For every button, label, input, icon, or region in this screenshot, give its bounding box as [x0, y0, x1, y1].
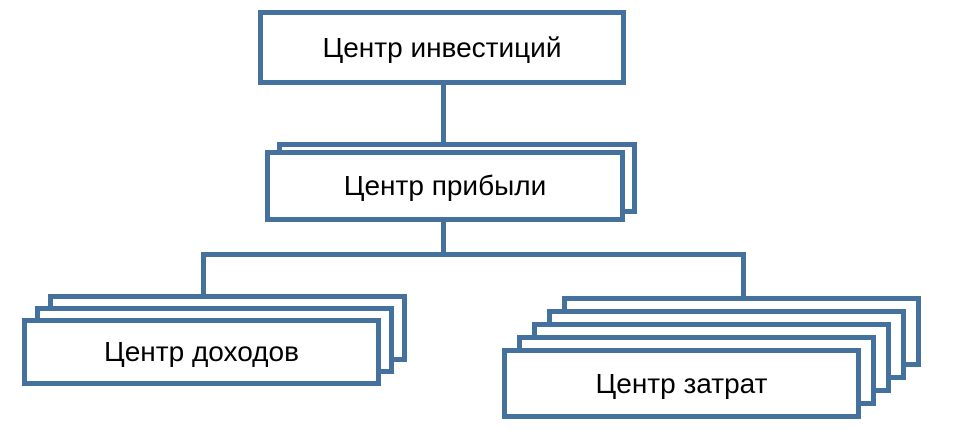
revenue-center-label: Центр доходов	[104, 336, 299, 367]
node-investment-center: Центр инвестиций	[258, 10, 626, 85]
investment-center-label: Центр инвестиций	[322, 31, 562, 63]
node-revenue-center: Центр доходов	[22, 294, 407, 386]
connector-drop-cost	[741, 252, 746, 300]
profit-center-box: Центр прибыли	[265, 150, 625, 222]
connector-profit-stem	[441, 220, 446, 257]
connector-drop-revenue	[201, 252, 206, 300]
node-cost-center: Центр затрат	[502, 296, 921, 419]
cost-center-label: Центр затрат	[595, 367, 768, 399]
connector-branch-horizontal	[201, 252, 746, 257]
profit-center-label: Центр прибыли	[343, 170, 547, 201]
node-profit-center: Центр прибыли	[265, 142, 637, 222]
investment-center-box: Центр инвестиций	[258, 10, 626, 85]
revenue-center-box: Центр доходов	[22, 318, 381, 386]
connector-investment-to-profit	[441, 83, 446, 153]
cost-center-box: Центр затрат	[502, 348, 861, 419]
